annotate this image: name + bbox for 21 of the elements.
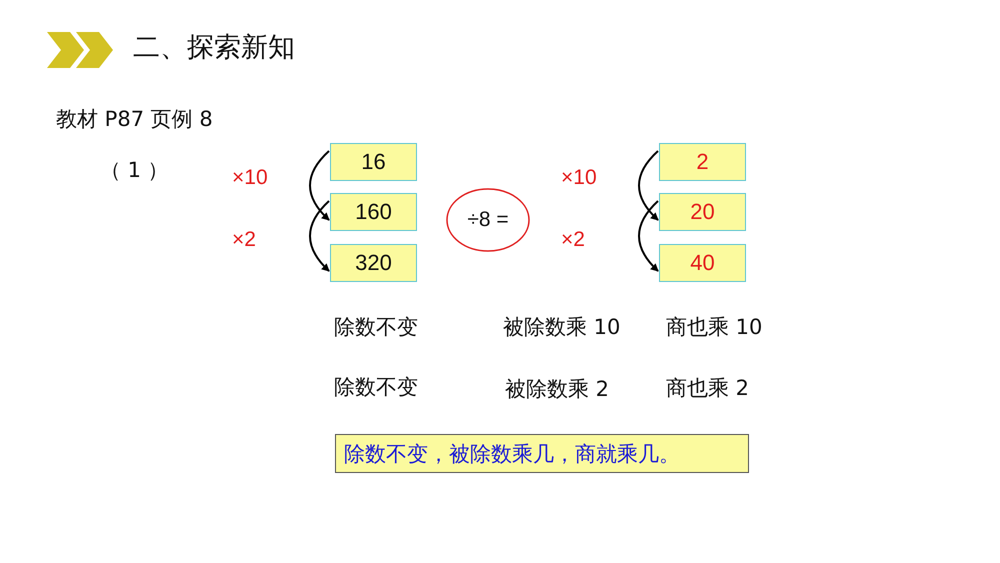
number-box: 40 [659, 244, 746, 282]
rule-text: 商也乘 10 [666, 317, 762, 338]
number-box: 320 [330, 244, 417, 282]
curved-arrow [309, 150, 330, 221]
rule-text: 被除数乘 10 [503, 317, 620, 338]
rule-text: 商也乘 2 [666, 378, 750, 399]
circled-operation: ÷8 = [446, 188, 530, 252]
item-number: （ 1 ） [100, 160, 169, 181]
rule-text: 除数不变 [334, 317, 418, 338]
curved-arrow [638, 150, 659, 221]
rule-text: 被除数乘 2 [505, 379, 610, 400]
curved-arrow [309, 200, 330, 272]
slide-title: 二、探索新知 [133, 34, 295, 61]
example-heading: 教材 P87 页例 8 [56, 109, 213, 130]
number-box: 16 [330, 143, 417, 181]
number-box: 160 [330, 193, 417, 231]
summary-box: 除数不变，被除数乘几，商就乘几。 [335, 434, 749, 473]
rule-text: 除数不变 [334, 377, 418, 398]
curved-arrow [638, 200, 659, 272]
number-box: 2 [659, 143, 746, 181]
number-box: 20 [659, 193, 746, 231]
